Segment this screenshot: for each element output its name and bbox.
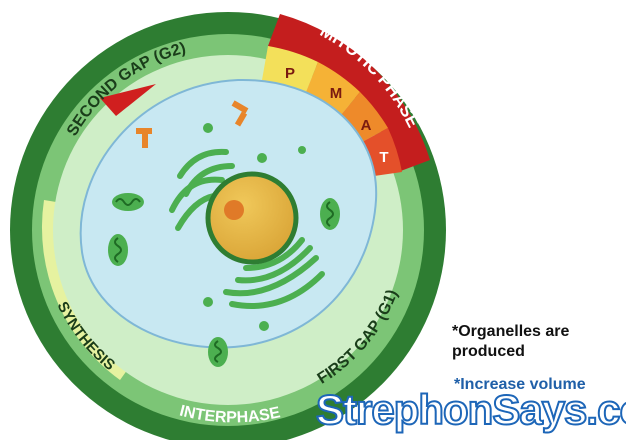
- stage-t-label: T: [379, 149, 388, 166]
- mitochondria-icon: [112, 193, 144, 211]
- cycle-arrow-icon: [100, 84, 156, 116]
- stage-a-segment: [340, 92, 388, 142]
- note-volume: *Increase volume: [454, 376, 586, 393]
- mitochondria-icon: [108, 234, 128, 266]
- stage-a-label: A: [361, 117, 372, 134]
- nucleolus: [224, 200, 244, 220]
- stage-m-segment: [306, 62, 360, 116]
- label-interphase: INTERPHASE: [178, 402, 282, 426]
- nucleus-icon: [205, 171, 299, 265]
- note-organelles: *Organelles are produced: [452, 323, 570, 360]
- mitochondria-icon: [320, 198, 340, 230]
- mitochondria-icon: [208, 337, 228, 367]
- stage-m-label: M: [330, 85, 343, 102]
- centriole-icon: [136, 100, 249, 148]
- endoplasmic-reticulum-icon: [223, 237, 325, 309]
- vesicles: [203, 123, 306, 331]
- watermark: StrephonSays.com: [315, 385, 626, 434]
- stage-p-label: P: [285, 65, 295, 82]
- stage-p-segment: [262, 46, 318, 92]
